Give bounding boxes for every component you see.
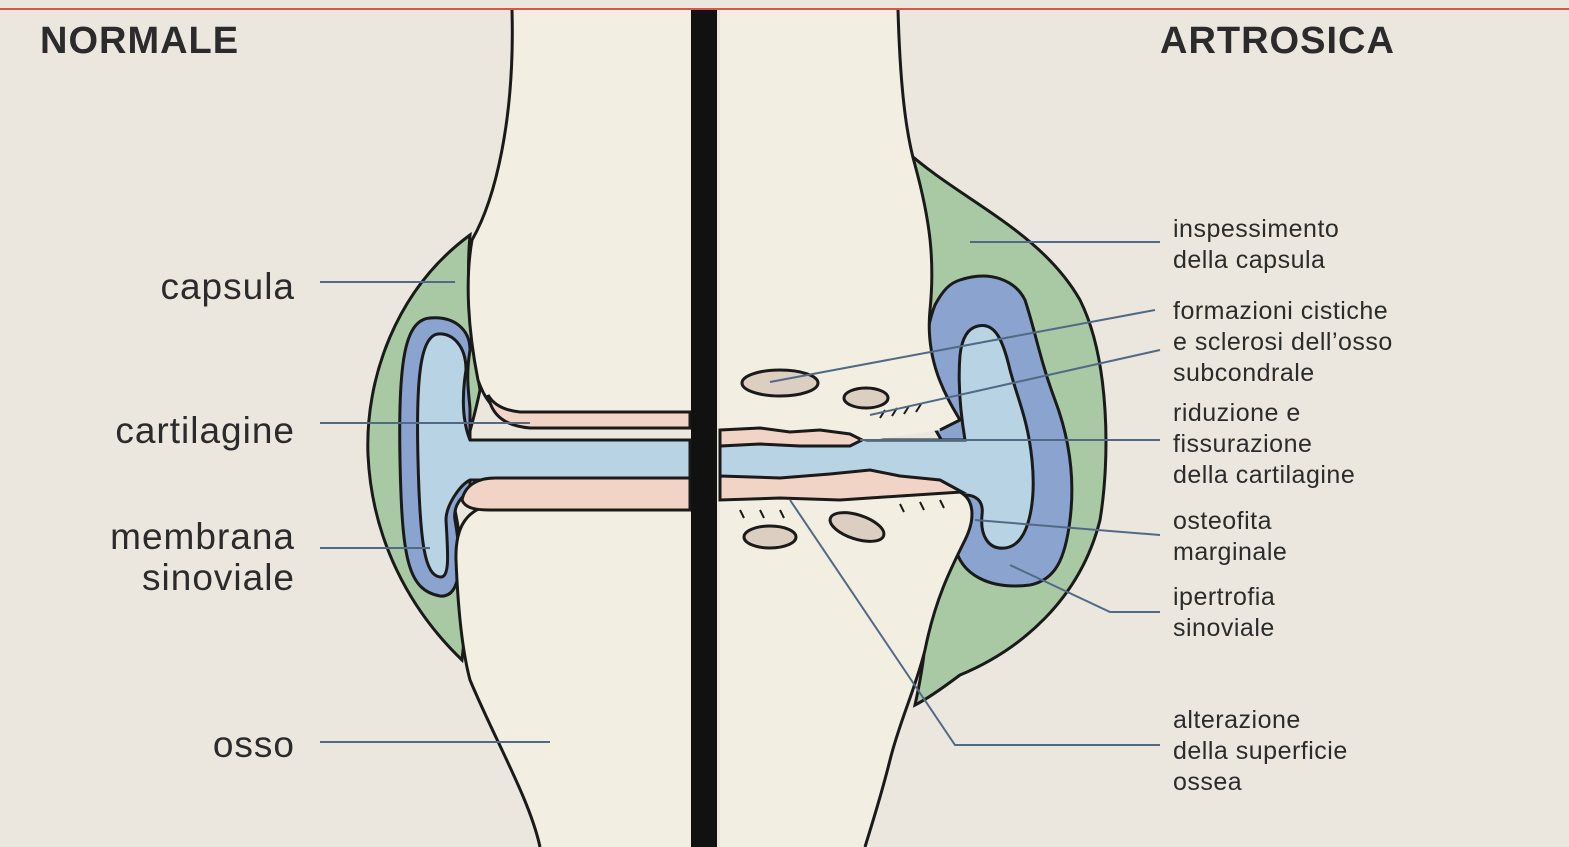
normal-upper-bone [468, 10, 690, 420]
label-line: ipertrofia [1173, 582, 1275, 613]
subchondral-cyst-2 [844, 388, 888, 408]
normal-lower-bone [456, 505, 690, 847]
osso-label: osso [60, 724, 295, 765]
label-line: della capsula [1173, 245, 1339, 276]
label-line: e sclerosi dell’osso [1173, 327, 1393, 358]
cartilage-reduction-label: riduzione e fissurazione della cartilagi… [1173, 398, 1355, 491]
membrana-sinoviale-label: membrana sinoviale [20, 516, 295, 598]
cartilagine-label: cartilagine [20, 410, 295, 451]
label-line: marginale [1173, 537, 1287, 568]
membrana-label-line1: membrana [20, 516, 295, 557]
label-line: formazioni cistiche [1173, 296, 1393, 327]
capsula-label: capsula [60, 266, 295, 307]
subchondral-cyst-3 [744, 526, 796, 548]
label-line: della cartilagine [1173, 460, 1355, 491]
label-line: inspessimento [1173, 214, 1339, 245]
center-divider [691, 10, 717, 847]
osteophyte-label: osteofita marginale [1173, 506, 1287, 568]
label-line: subcondrale [1173, 358, 1393, 389]
label-line: ossea [1173, 767, 1348, 798]
label-line: alterazione [1173, 705, 1348, 736]
normal-lower-cartilage [462, 478, 690, 510]
subchondral-cyst-1 [742, 370, 818, 396]
normal-joint [368, 10, 690, 847]
synovial-hypertrophy-label: ipertrofia sinoviale [1173, 582, 1275, 644]
capsule-thickening-label: inspessimento della capsula [1173, 214, 1339, 276]
label-line: sinoviale [1173, 613, 1275, 644]
label-line: fissurazione [1173, 429, 1355, 460]
membrana-label-line2: sinoviale [20, 557, 295, 598]
label-line: osteofita [1173, 506, 1287, 537]
cysts-sclerosis-label: formazioni cistiche e sclerosi dell’osso… [1173, 296, 1393, 389]
arthritic-header: ARTROSICA [1160, 20, 1395, 63]
normal-header: NORMALE [40, 20, 239, 63]
label-line: della superficie [1173, 736, 1348, 767]
label-line: riduzione e [1173, 398, 1355, 429]
bone-surface-label: alterazione della superficie ossea [1173, 705, 1348, 798]
arthritic-joint [720, 10, 1106, 847]
